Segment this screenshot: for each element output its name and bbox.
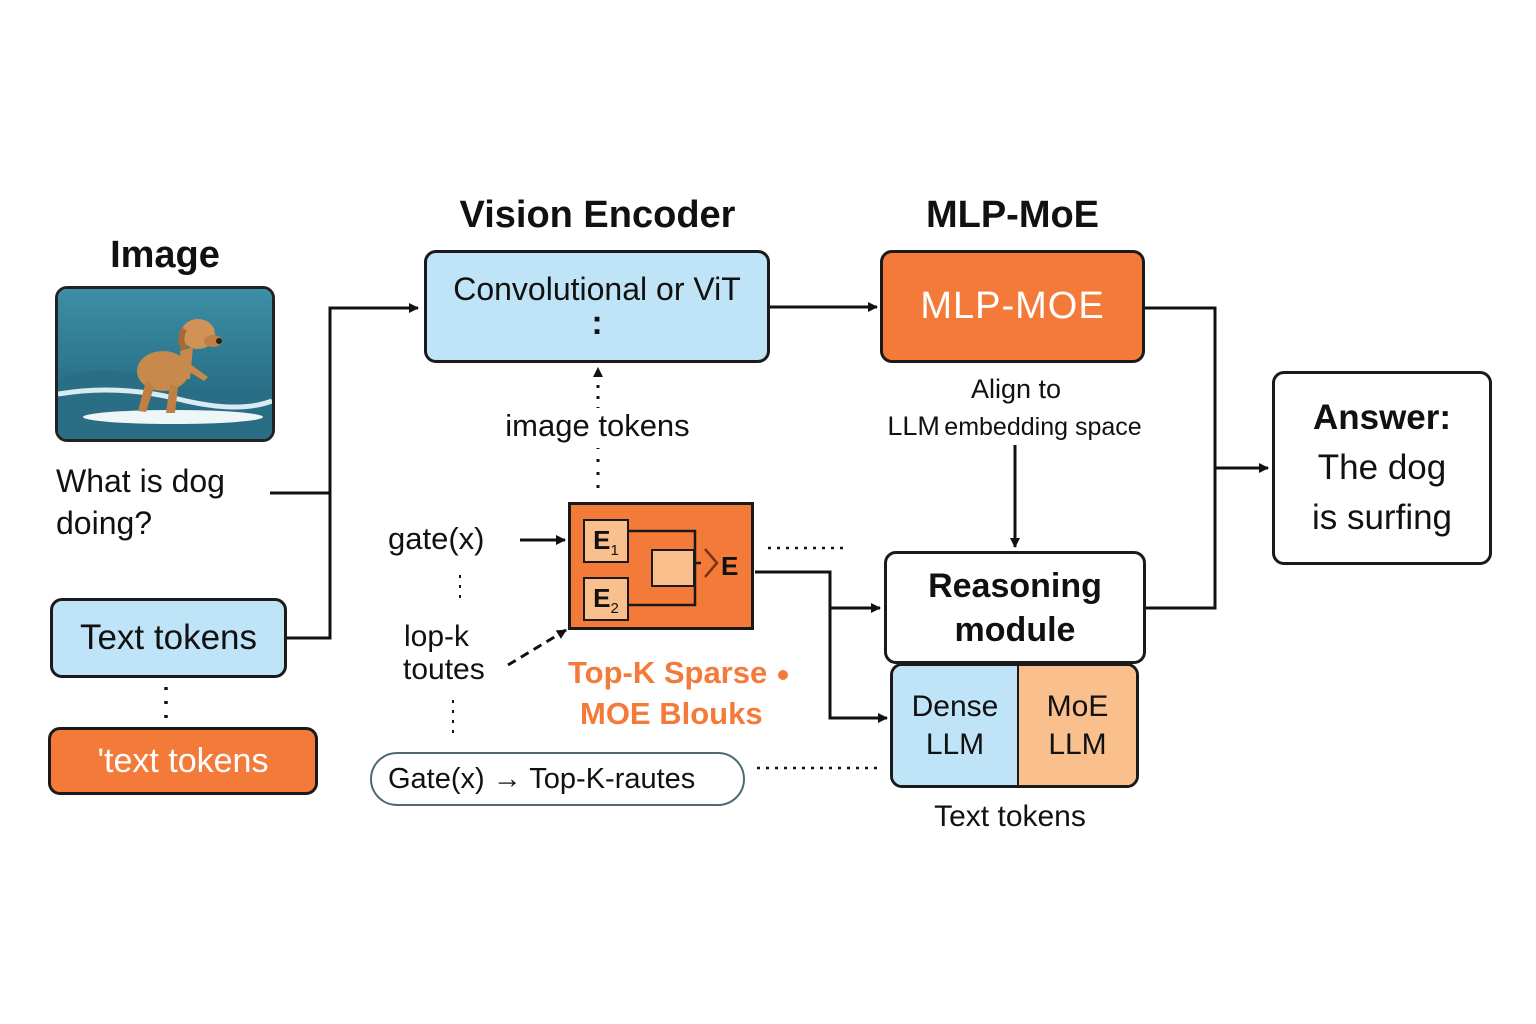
expert-e2-box: E2 — [583, 577, 629, 621]
expert-output-label: E — [721, 551, 739, 581]
orange-dot-icon — [777, 669, 788, 680]
align-llm: LLM — [887, 411, 940, 441]
moe-line-2: LLM — [1048, 727, 1107, 761]
moe-caption-line-1: Top-K Sparse — [568, 655, 788, 691]
expert-e2-sub: 2 — [610, 600, 619, 618]
topk-line-2: toutes — [403, 653, 485, 686]
moe-experts-block: E1 E2 E — [568, 502, 754, 630]
experts-wiring — [629, 529, 719, 607]
vision-encoder-label: Convolutional or ViT — [453, 271, 741, 307]
text-tokens-connector — [287, 303, 419, 640]
answer-title: Answer: — [1312, 398, 1452, 437]
reasoning-module-box: Reasoning module — [884, 551, 1146, 664]
vision-encoder-heading: Vision Encoder — [459, 194, 736, 236]
expert-e2-label: E — [593, 583, 611, 613]
gate-text: gate(x) — [388, 521, 485, 556]
dense-line-1: Dense — [911, 689, 999, 723]
topk-arrow — [507, 628, 567, 667]
moe-line-1: MoE — [1046, 689, 1109, 723]
mlp-to-answer-line — [1145, 306, 1217, 610]
moe-caption-text-1: Top-K Sparse — [568, 655, 768, 690]
image-tokens-label: image tokens — [470, 408, 725, 444]
llm-split-box: Dense LLM MoE LLM — [890, 663, 1139, 788]
image-heading: Image — [110, 234, 220, 276]
photo-illustration — [58, 289, 272, 439]
expert-e1-sub: 1 — [610, 542, 619, 560]
answer-line-2: is surfing — [1311, 498, 1453, 537]
orange-text-tokens-label: 'text tokens — [97, 741, 269, 780]
text-tokens-box: Text tokens — [50, 598, 287, 678]
reasoning-line-1: Reasoning — [928, 566, 1102, 605]
moe-caption-line-2: MOE Blouks — [580, 696, 763, 731]
gate-formula-text: Gate(x) → Top-K-rautes — [388, 762, 696, 795]
reasoning-text-tokens: Text tokens — [934, 800, 1086, 833]
orange-text-tokens-box: 'text tokens — [48, 727, 318, 795]
question-line-1: What is dog — [56, 463, 225, 499]
reasoning-line-2: module — [954, 610, 1076, 649]
question-line-2: doing? — [56, 505, 153, 541]
expert-combiner-box — [651, 549, 695, 587]
mlp-moe-heading: MLP-MoE — [925, 194, 1100, 236]
vision-encoder-dots: : — [591, 304, 603, 342]
align-line-2: LLM embedding space — [862, 411, 1167, 442]
gate-label: gate(x) — [388, 521, 484, 557]
align-line-1: Align to — [970, 374, 1062, 404]
moe-llm-cell: MoE LLM — [1019, 666, 1136, 785]
expert-e1-box: E1 — [583, 519, 629, 563]
moe-to-reasoning-arrow — [755, 570, 881, 613]
moe-to-dense-arrow — [828, 608, 888, 723]
dog-surfing-photo — [55, 286, 275, 442]
expert-e1-label: E — [593, 525, 611, 555]
text-tokens-label: Text tokens — [79, 618, 258, 657]
mlp-moe-label: MLP-MOE — [920, 285, 1105, 327]
dense-line-2: LLM — [925, 727, 985, 761]
answer-line-1: The dog — [1317, 448, 1447, 487]
gate-formula-pill: Gate(x) → Top-K-rautes — [370, 752, 745, 806]
topk-line-1: lop-k — [404, 620, 470, 653]
vision-encoder-box: Convolutional or ViT : — [424, 250, 770, 363]
mlp-moe-box: MLP-MOE — [880, 250, 1145, 363]
dense-llm-cell: Dense LLM — [893, 666, 1019, 785]
answer-box: Answer: The dog is surfing — [1272, 371, 1492, 565]
align-embedding: embedding space — [944, 413, 1142, 441]
